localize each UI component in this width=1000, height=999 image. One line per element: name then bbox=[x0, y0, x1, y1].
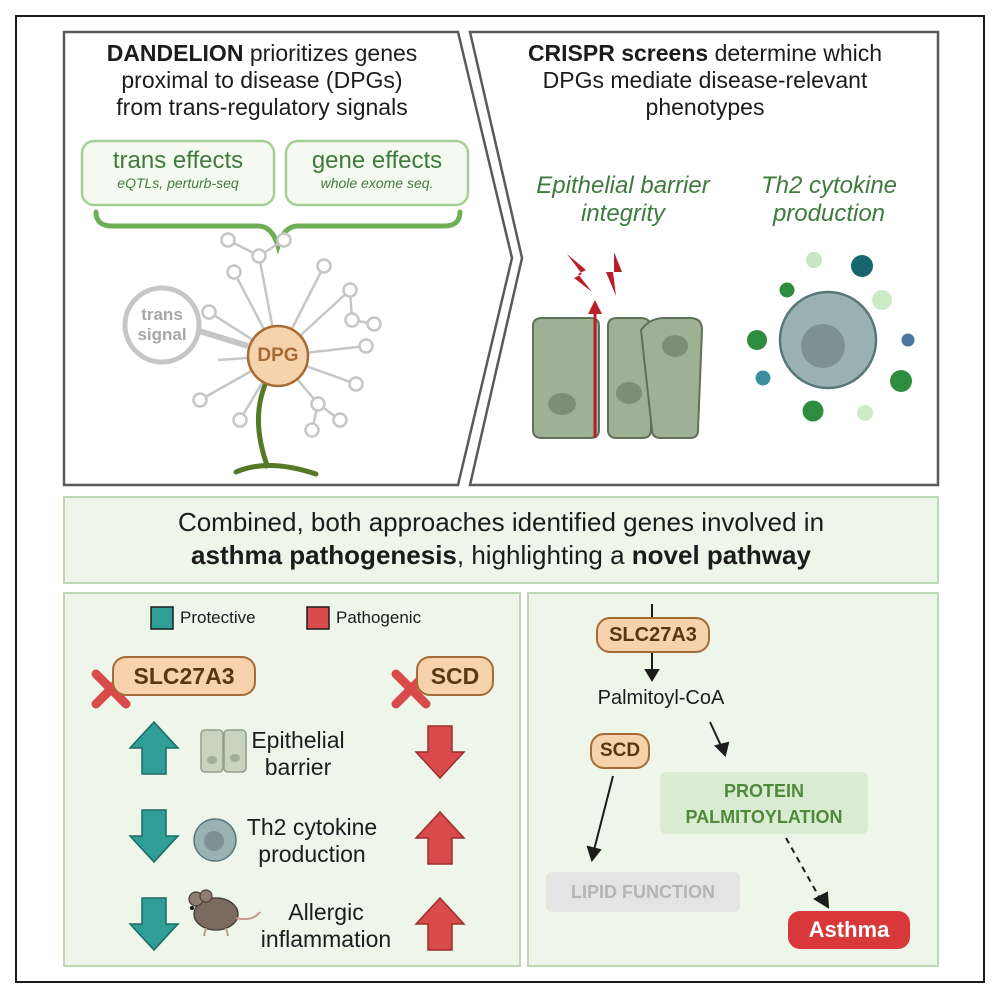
dandelion-title-line2: proximal to disease (DPGs) bbox=[121, 67, 403, 93]
legend-pathogenic: Pathogenic bbox=[336, 608, 422, 627]
gene-effects-pill bbox=[284, 139, 470, 207]
trans-effects-label: trans effects eQTLs, perturb-seq bbox=[82, 148, 274, 192]
phenotype-epithelial: Epithelial barrier integrity bbox=[510, 172, 736, 228]
mouse-icon bbox=[188, 889, 261, 937]
protein-line1: PROTEIN bbox=[723, 781, 804, 801]
protein-line2: PALMITOYLATION bbox=[685, 807, 843, 827]
pathway-arrows bbox=[586, 604, 830, 909]
lipid-function-box: LIPID FUNCTION bbox=[546, 872, 740, 912]
arrow-down-icon bbox=[128, 897, 180, 952]
effect-row1-line1: Epithelial bbox=[251, 727, 345, 753]
summary-bold1: asthma pathogenesis bbox=[191, 540, 457, 570]
phenotype-th2-line2: production bbox=[772, 200, 886, 227]
effect-epithelial-barrier: Epithelial barrier bbox=[240, 727, 356, 781]
arrow-down-icon bbox=[414, 725, 466, 780]
trans-signal-line2: signal bbox=[137, 325, 187, 344]
phenotype-epithelial-line2: integrity bbox=[580, 200, 666, 227]
th2-cell-icon bbox=[193, 818, 237, 862]
phenotype-th2-line1: Th2 cytokine bbox=[760, 172, 898, 199]
trans-signal-line1: trans bbox=[141, 305, 183, 324]
summary-panel bbox=[63, 496, 939, 584]
barrier-arrow-head bbox=[588, 300, 602, 314]
dandelion-title: DANDELION prioritizes genes proximal to … bbox=[66, 40, 458, 121]
pathway-slc27a3-label: SLC27A3 bbox=[596, 617, 710, 653]
trans-signal-link bbox=[195, 327, 249, 349]
crispr-title-line3: phenotypes bbox=[645, 94, 765, 120]
dandelion-title-bold: DANDELION bbox=[106, 40, 244, 66]
trans-effects-title: trans effects bbox=[112, 147, 244, 174]
effect-row3-line2: inflammation bbox=[260, 926, 392, 952]
trans-signal-circle bbox=[122, 285, 202, 365]
dandelion-nodes bbox=[192, 232, 382, 438]
arrow-up-icon bbox=[128, 720, 180, 775]
epithelial-cells bbox=[532, 317, 704, 439]
effect-row3-line1: Allergic bbox=[288, 899, 364, 925]
palmitoyl-coa-label: Palmitoyl-CoA bbox=[597, 687, 725, 709]
effect-row2-line2: production bbox=[258, 841, 366, 867]
summary-bold2: novel pathway bbox=[631, 540, 811, 570]
gene-slc27a3-label: SLC27A3 bbox=[112, 656, 256, 696]
legend-pathogenic-swatch bbox=[306, 606, 330, 630]
effect-th2-cytokine: Th2 cytokine production bbox=[224, 814, 400, 868]
effect-allergic-inflammation: Allergic inflammation bbox=[252, 899, 400, 953]
gene-scd-label: SCD bbox=[416, 656, 494, 696]
epithelial-icon bbox=[200, 729, 247, 773]
crispr-title: CRISPR screens determine which DPGs medi… bbox=[475, 40, 935, 121]
gene-effects-sub: whole exome seq. bbox=[320, 175, 434, 191]
effect-row2-line1: Th2 cytokine bbox=[246, 814, 378, 840]
summary-mid: , highlighting a bbox=[456, 540, 632, 570]
trans-signal-label: trans signal bbox=[126, 305, 198, 345]
crispr-title-line2: DPGs mediate disease-relevant bbox=[542, 67, 868, 93]
legend-protective: Protective bbox=[180, 608, 256, 627]
dandelion-title-line3: from trans-regulatory signals bbox=[116, 94, 408, 120]
legend-protective-swatch bbox=[150, 606, 174, 630]
asthma-box: Asthma bbox=[788, 911, 910, 949]
trans-effects-sub: eQTLs, perturb-seq bbox=[117, 175, 239, 191]
arrow-down-icon bbox=[128, 809, 180, 864]
pathway-scd-label: SCD bbox=[590, 733, 650, 769]
protein-palmitoylation-box: PROTEIN PALMITOYLATION bbox=[660, 772, 868, 834]
arrow-up-icon bbox=[414, 896, 466, 951]
phenotype-epithelial-line1: Epithelial barrier bbox=[536, 172, 710, 199]
phenotype-th2: Th2 cytokine production bbox=[736, 172, 922, 228]
arrow-up-icon bbox=[414, 810, 466, 865]
summary-text: Combined, both approaches identified gen… bbox=[64, 506, 938, 572]
lightning-icon bbox=[606, 252, 622, 296]
trans-effects-pill bbox=[80, 139, 276, 207]
gene-effects-label: gene effects whole exome seq. bbox=[286, 148, 468, 192]
dandelion-title-line1: prioritizes genes bbox=[243, 40, 418, 66]
crispr-title-bold: CRISPR screens bbox=[527, 40, 709, 66]
crispr-title-line1: determine which bbox=[708, 40, 883, 66]
dandelion-ground bbox=[233, 463, 319, 477]
gene-effects-title: gene effects bbox=[311, 147, 443, 174]
th2-cell bbox=[747, 252, 915, 422]
bracket bbox=[93, 209, 463, 255]
effect-row1-line2: barrier bbox=[264, 754, 332, 780]
summary-line1: Combined, both approaches identified gen… bbox=[177, 507, 825, 537]
dpg-node bbox=[246, 324, 310, 388]
dpg-label: DPG bbox=[257, 345, 299, 366]
